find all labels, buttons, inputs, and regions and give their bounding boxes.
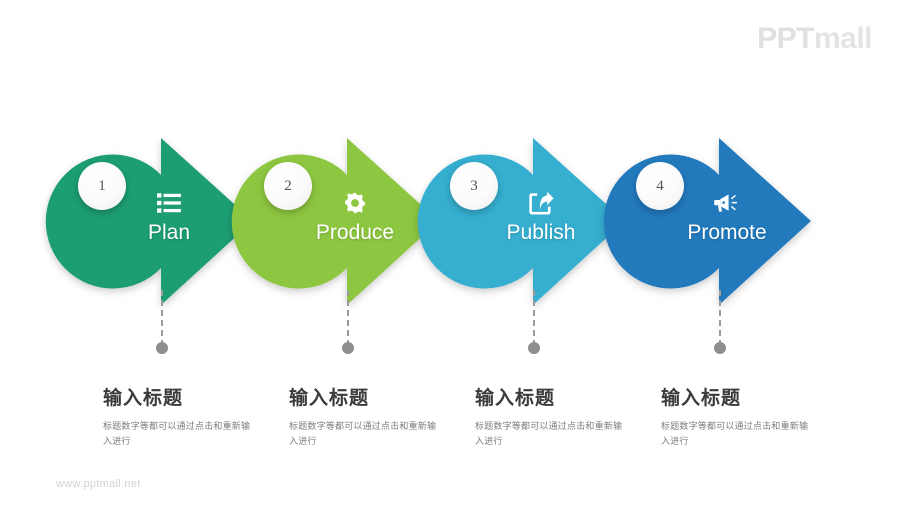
connector-1 bbox=[155, 290, 169, 370]
connector-3 bbox=[527, 290, 541, 370]
caption-body-2: 标题数字等都可以通过点击和重新输入进行 bbox=[289, 420, 437, 446]
pptmall-logo: PPTmall bbox=[757, 24, 872, 54]
caption-body-4: 标题数字等都可以通过点击和重新输入进行 bbox=[661, 420, 809, 446]
caption-title-1: 输入标题 bbox=[103, 388, 184, 409]
logo-suffix: mall bbox=[813, 22, 873, 55]
process-step-4[interactable]: 4 Promote bbox=[603, 128, 851, 373]
step-badge-2[interactable]: 2 bbox=[264, 162, 312, 210]
step-number-1: 1 bbox=[98, 177, 106, 194]
caption-title-2: 输入标题 bbox=[289, 388, 370, 409]
caption-block-3[interactable]: 输入标题 标题数字等都可以通过点击和重新输入进行 bbox=[475, 388, 660, 448]
connector-line-1 bbox=[161, 290, 163, 346]
step-number-3: 3 bbox=[470, 177, 478, 194]
caption-title-3: 输入标题 bbox=[475, 388, 556, 409]
connector-dot-2 bbox=[342, 342, 354, 354]
caption-block-2[interactable]: 输入标题 标题数字等都可以通过点击和重新输入进行 bbox=[289, 388, 474, 448]
caption-block-1[interactable]: 输入标题 标题数字等都可以通过点击和重新输入进行 bbox=[103, 388, 288, 448]
step-badge-3[interactable]: 3 bbox=[450, 162, 498, 210]
caption-body-1: 标题数字等都可以通过点击和重新输入进行 bbox=[103, 420, 251, 446]
connector-dot-4 bbox=[714, 342, 726, 354]
footer-url: www.pptmall.net bbox=[56, 478, 141, 490]
caption-body-3: 标题数字等都可以通过点击和重新输入进行 bbox=[475, 420, 623, 446]
logo-prefix: PPT bbox=[757, 22, 814, 55]
connector-dot-1 bbox=[156, 342, 168, 354]
connector-dot-3 bbox=[528, 342, 540, 354]
connector-2 bbox=[341, 290, 355, 370]
arrow-path-1 bbox=[45, 138, 253, 305]
caption-block-4[interactable]: 输入标题 标题数字等都可以通过点击和重新输入进行 bbox=[661, 388, 846, 448]
step-number-4: 4 bbox=[656, 177, 664, 194]
connector-line-2 bbox=[347, 290, 349, 346]
connector-line-4 bbox=[719, 290, 721, 346]
step-badge-1[interactable]: 1 bbox=[78, 162, 126, 210]
connector-4 bbox=[713, 290, 727, 370]
connector-line-3 bbox=[533, 290, 535, 346]
caption-title-4: 输入标题 bbox=[661, 388, 742, 409]
step-badge-4[interactable]: 4 bbox=[636, 162, 684, 210]
step-number-2: 2 bbox=[284, 177, 292, 194]
